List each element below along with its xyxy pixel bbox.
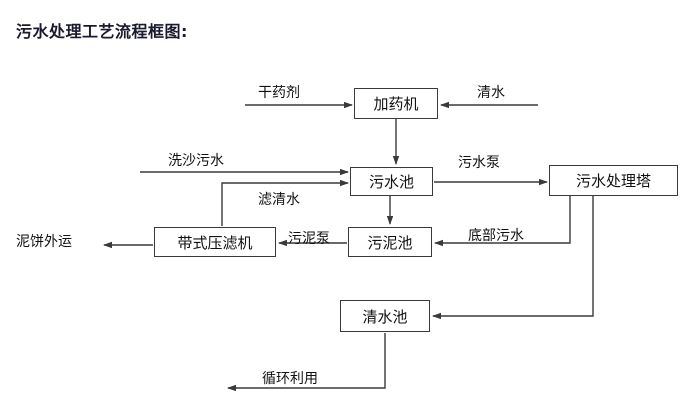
node-label: 加药机 [373, 95, 419, 113]
connector-clearwater-recycle [227, 333, 386, 392]
node-label: 清水池 [362, 307, 408, 326]
edge-label-sludge-pump: 污泥泵 [288, 231, 330, 247]
node-sewage-pool[interactable]: 污水池 [350, 167, 433, 196]
edge-label-filtrate: 滤清水 [258, 192, 300, 208]
edge-label-dry-agent: 干药剂 [258, 85, 300, 101]
node-label: 污水处理塔 [575, 172, 651, 190]
node-label: 带式压滤机 [177, 233, 253, 252]
connector-tower-to-clearwater [432, 196, 594, 320]
node-dosing-machine[interactable]: 加药机 [354, 88, 438, 119]
node-label: 污泥池 [367, 233, 413, 252]
node-sludge-pool[interactable]: 污泥池 [348, 227, 432, 257]
edge-label-clean-water: 清水 [477, 85, 505, 101]
connector-filtrate-to-sewage [221, 179, 349, 226]
connector-tower-to-sludge [434, 196, 571, 247]
edge-label-recycle-use: 循环利用 [262, 371, 318, 387]
node-clear-water-pool[interactable]: 清水池 [340, 300, 430, 332]
node-label: 污水池 [368, 173, 414, 191]
node-sewage-treatment-tower[interactable]: 污水处理塔 [549, 165, 678, 196]
node-belt-filter-press[interactable]: 带式压滤机 [154, 227, 276, 257]
edge-label-sand-washing-sewage: 洗沙污水 [168, 153, 224, 169]
edge-label-bottom-sewage: 底部污水 [468, 228, 524, 244]
edge-label-sewage-pump: 污水泵 [458, 155, 500, 171]
page-title: 污水处理工艺流程框图: [16, 22, 188, 41]
edge-label-mud-cake-transport: 泥饼外运 [16, 234, 72, 250]
